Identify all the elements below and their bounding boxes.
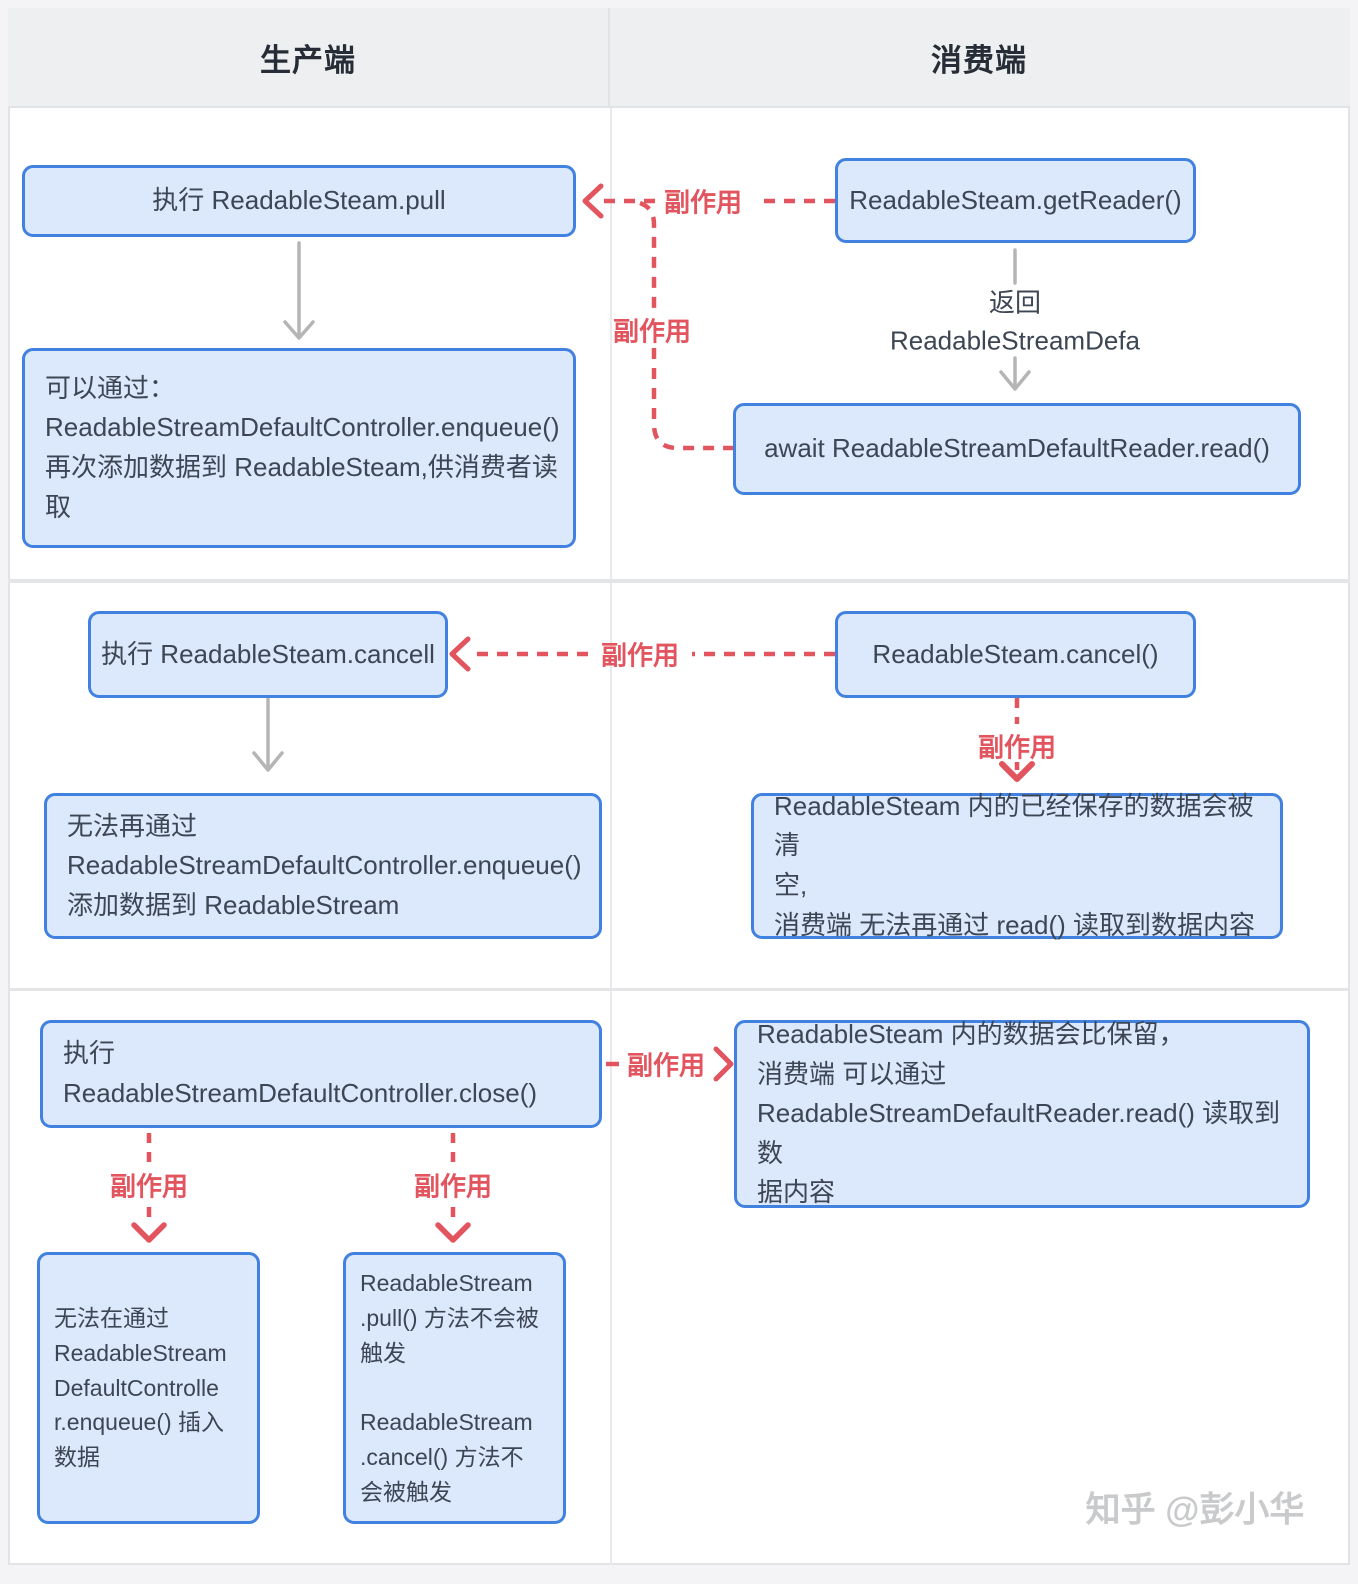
header-producer: 生产端 <box>8 8 610 106</box>
producer-row1-result-text: 可以通过： ReadableStreamDefaultController.en… <box>45 372 560 522</box>
producer-row1-action-text: 执行 ReadableSteam.pull <box>152 185 446 216</box>
side-effect-label-row3-right: 副作用 <box>626 1050 706 1081</box>
consumer-row1-read-text: await ReadableStreamDefaultReader.read() <box>764 433 1270 464</box>
producer-row2-action-text: 执行 ReadableSteam.cancell <box>101 638 435 669</box>
return-note: 返回 ReadableStreamDefa <box>889 287 1141 355</box>
header-consumer: 消费端 <box>931 42 1027 78</box>
producer-row3-result-box-right: ReadableStream .pull() 方法不会被 触发 Readable… <box>343 1252 566 1524</box>
side-effect-label-row2-vertical: 副作用 <box>977 732 1057 763</box>
producer-row2-result-box: 无法再通过 ReadableStreamDefaultController.en… <box>44 793 602 939</box>
side-effect-label-row1-horizontal: 副作用 <box>663 187 743 218</box>
producer-row3-result-box-left: 无法在通过 ReadableStream DefaultControlle r.… <box>37 1252 260 1524</box>
consumer-row3-result-box: ReadableSteam 内的数据会比保留， 消费端 可以通过 Readabl… <box>734 1019 1310 1208</box>
producer-row2-result-text: 无法再通过 ReadableStreamDefaultController.en… <box>67 810 582 920</box>
consumer-row2-action-box: ReadableSteam.cancel() <box>835 611 1196 698</box>
consumer-row1-read-box: await ReadableStreamDefaultReader.read() <box>733 403 1301 495</box>
producer-row1-action-box: 执行 ReadableSteam.pull <box>22 165 576 237</box>
consumer-row1-action-text: ReadableSteam.getReader() <box>849 184 1182 215</box>
producer-row3-result-right-text: ReadableStream .pull() 方法不会被 触发 Readable… <box>360 1269 539 1506</box>
side-effect-label-row1-vertical: 副作用 <box>612 316 692 347</box>
side-effect-label-row3-left: 副作用 <box>109 1171 189 1202</box>
column-divider <box>610 108 612 1565</box>
side-effect-label-row2-horizontal: 副作用 <box>600 640 680 671</box>
consumer-row2-result-box: ReadableSteam 内的已经保存的数据会被清 空, 消费端 无法再通过 … <box>751 791 1283 940</box>
header-row: 生产端 消费端 <box>8 8 1350 108</box>
consumer-row2-result-text: ReadableSteam 内的已经保存的数据会被清 空, 消费端 无法再通过 … <box>774 790 1256 940</box>
producer-row3-action-box: 执行 ReadableStreamDefaultController.close… <box>40 1020 602 1128</box>
side-effect-label-row3-middle: 副作用 <box>413 1171 493 1202</box>
consumer-row2-action-text: ReadableSteam.cancel() <box>872 638 1159 669</box>
consumer-row1-action-box: ReadableSteam.getReader() <box>835 158 1196 243</box>
row-divider-1 <box>8 579 1350 583</box>
consumer-row3-result-text: ReadableSteam 内的数据会比保留， 消费端 可以通过 Readabl… <box>757 1019 1281 1208</box>
producer-row1-result-box: 可以通过： ReadableStreamDefaultController.en… <box>22 348 576 548</box>
watermark: 知乎 @彭小华 <box>1085 1490 1305 1530</box>
producer-row2-action-box: 执行 ReadableSteam.cancell <box>88 611 448 698</box>
producer-row3-action-text: 执行 ReadableStreamDefaultController.close… <box>63 1038 538 1108</box>
row-divider-2 <box>8 988 1350 991</box>
producer-row3-result-left-text: 无法在通过 ReadableStream DefaultControlle r.… <box>54 1304 227 1471</box>
